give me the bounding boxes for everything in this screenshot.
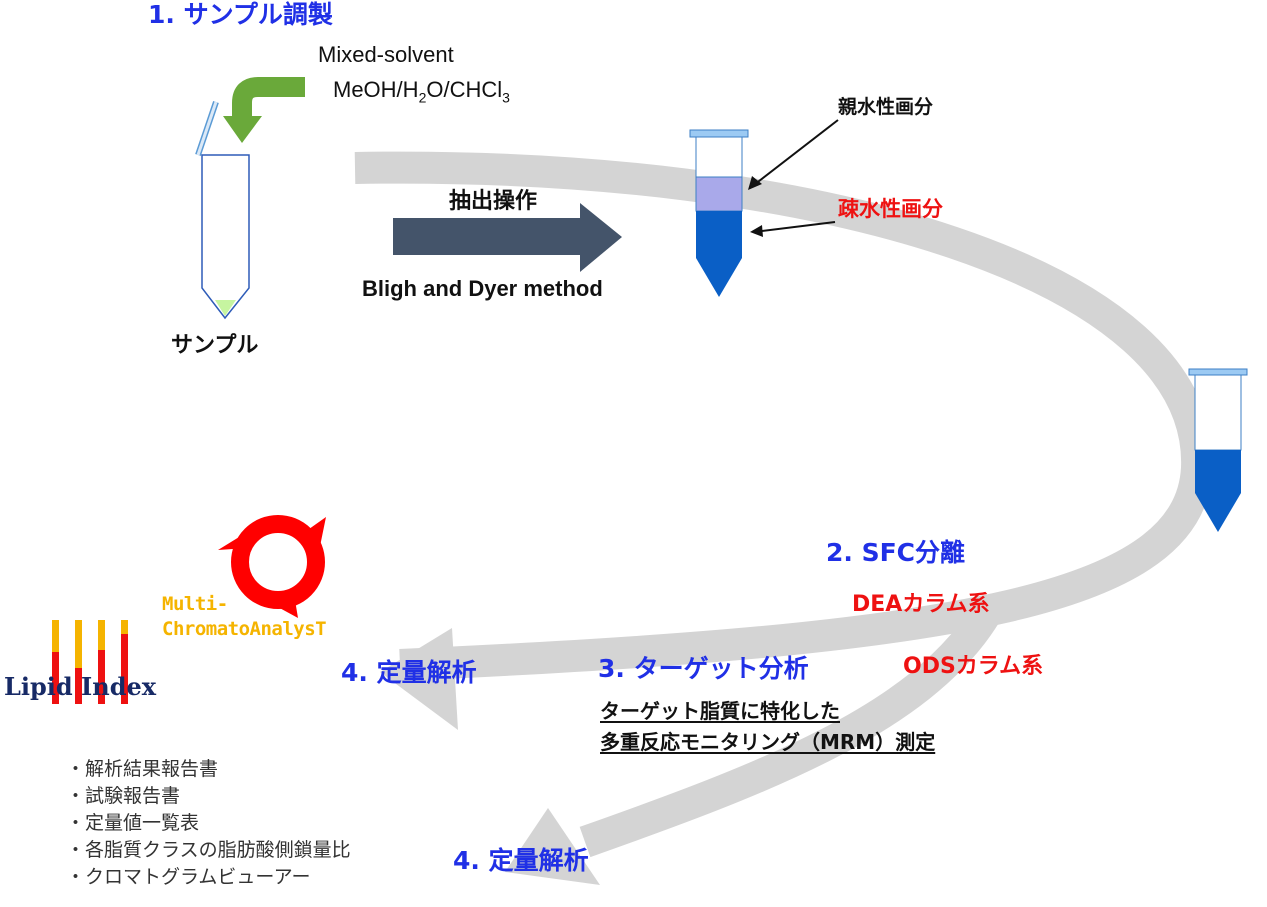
separated-tube-cap (689, 129, 749, 138)
sample-label: サンプル (171, 333, 259, 358)
step4-title-upper: 4. 定量解析 (341, 658, 477, 687)
flow-band-lower (579, 606, 999, 858)
sfc-tube-liquid (1195, 450, 1241, 532)
list-item: ・クロマトグラムビューアー (66, 866, 311, 888)
green-bent-arrow (232, 77, 305, 118)
sample-droplet (215, 300, 236, 316)
step3-title: 3. ターゲット分析 (598, 654, 809, 683)
list-item: ・各脂質クラスの脂肪酸側鎖量比 (66, 839, 351, 861)
hydrophobic-fraction-label: 疎水性画分 (838, 197, 943, 221)
deliverables-list: ・解析結果報告書 ・試験報告書 ・定量値一覧表 ・各脂質クラスの脂肪酸側鎖量比 … (66, 754, 351, 889)
sample-tube (201, 154, 250, 320)
ods-column-label: ODSカラム系 (903, 654, 1044, 679)
green-arrowhead (223, 116, 262, 143)
mcat-logo-line2: ChromatoAnalysT (162, 618, 327, 640)
hydrophilic-fraction-label: 親水性画分 (838, 96, 934, 118)
flow-arrowhead-upper (380, 628, 458, 730)
mrm-line1: ターゲット脂質に特化した (600, 699, 840, 723)
lower-layer (696, 211, 742, 297)
method-label: Bligh and Dyer method (362, 276, 603, 301)
upper-layer (695, 176, 743, 212)
mcat-logo-mark (218, 515, 326, 618)
step4-title-lower: 4. 定量解析 (453, 846, 589, 875)
flow-arrowhead-lower (505, 808, 600, 885)
list-item: ・試験報告書 (66, 785, 181, 807)
lipid-index-logo: Lipid Index (4, 672, 157, 701)
dea-column-label: DEAカラム系 (852, 592, 990, 617)
mrm-line2: 多重反応モニタリング（MRM）測定 (600, 730, 936, 754)
solvent-formula: MeOH/H2O/CHCl3 (333, 77, 510, 106)
solvent-label: Mixed-solvent (318, 42, 454, 67)
mcat-logo-line1: Multi- (162, 593, 228, 615)
extraction-label: 抽出操作 (449, 189, 538, 214)
extraction-arrow (393, 203, 622, 272)
list-item: ・解析結果報告書 (66, 758, 219, 780)
lipid-index-bars (52, 620, 128, 704)
sfc-tube-cap (1188, 368, 1248, 376)
step1-title: 1. サンプル調製 (148, 0, 333, 29)
step2-title: 2. SFC分離 (826, 538, 966, 567)
list-item: ・定量値一覧表 (66, 812, 200, 834)
